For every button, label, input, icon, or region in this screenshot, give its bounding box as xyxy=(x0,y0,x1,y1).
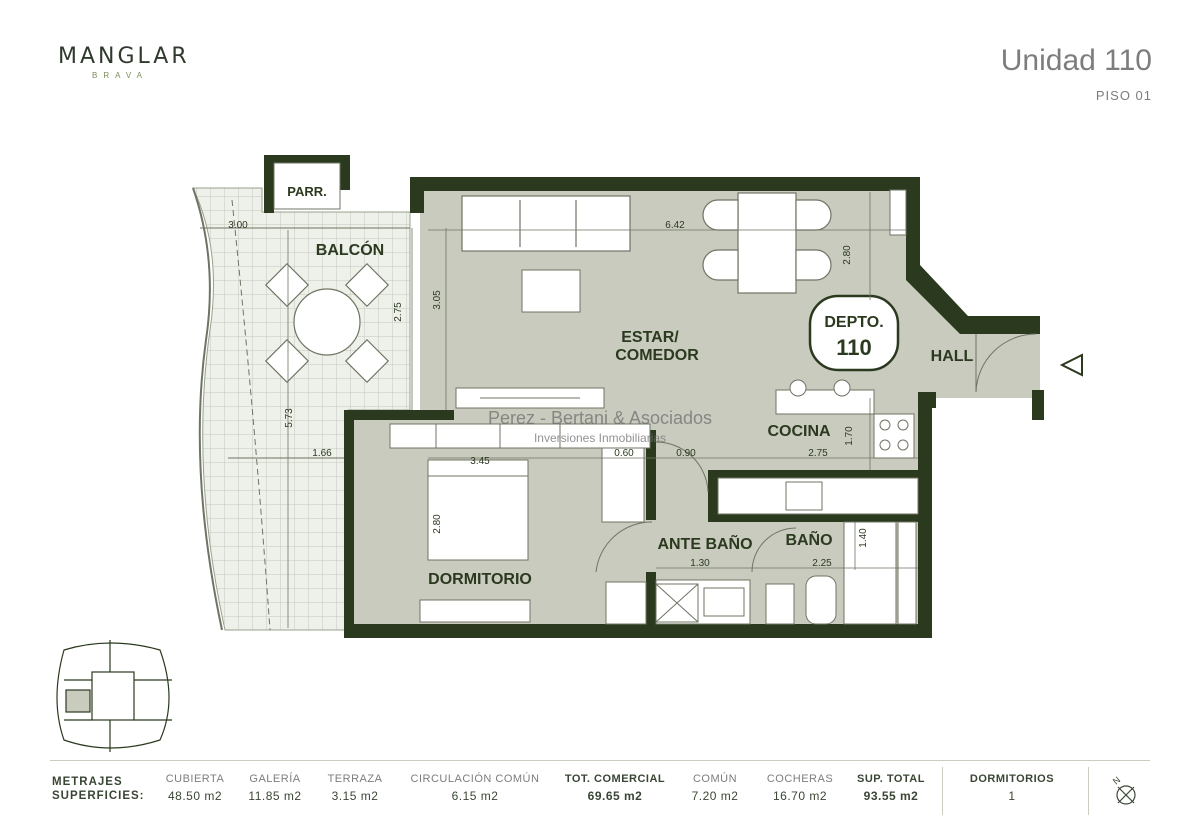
watermark-line2: Inversiones Inmobiliarias xyxy=(534,431,666,445)
balcony-area xyxy=(192,187,411,631)
area-value: 6.15 m2 xyxy=(451,789,499,803)
tv-unit xyxy=(455,387,605,409)
area-tot-comercial: TOT. COMERCIAL 69.65 m2 xyxy=(558,773,672,803)
area-label: CIRCULACIÓN COMÚN xyxy=(410,773,540,785)
dim-2-25: 2.25 xyxy=(812,558,832,569)
dim-5-73: 5.73 xyxy=(284,408,295,428)
sofa xyxy=(461,195,631,252)
metrajes-heading-line2: SUPERFICIES: xyxy=(52,790,145,802)
area-label: CUBIERTA xyxy=(165,773,225,785)
dimension-labels: 3.00 6.42 2.80 3.05 2.75 5.73 1.66 3.45 … xyxy=(228,220,869,569)
dormitorios-count: DORMITORIOS 1 xyxy=(958,773,1066,803)
footer-divider xyxy=(942,767,943,815)
unit-badge-label: DEPTO. xyxy=(824,314,883,331)
area-value: 11.85 m2 xyxy=(248,789,302,803)
north-compass-icon: N xyxy=(1108,775,1142,809)
entry-door xyxy=(975,333,1037,393)
area-label: TERRAZA xyxy=(327,773,383,785)
area-value: 3.15 m2 xyxy=(331,789,379,803)
room-label-balcon: BALCÓN xyxy=(316,240,384,259)
room-label-parr: PARR. xyxy=(287,184,326,199)
dormitorios-value: 1 xyxy=(1008,789,1016,803)
room-label-bano: BAÑO xyxy=(785,529,832,549)
footer-divider xyxy=(1088,767,1089,815)
brand-subtitle: BRAVA xyxy=(92,71,148,80)
metrajes-heading: METRAJES SUPERFICIES: xyxy=(52,775,145,803)
brand-name: MANGLAR xyxy=(58,44,190,69)
dim-1-40: 1.40 xyxy=(858,528,869,548)
area-terraza: TERRAZA 3.15 m2 xyxy=(320,773,390,803)
dim-2-80a: 2.80 xyxy=(842,245,853,265)
metrajes-heading-line1: METRAJES xyxy=(52,776,123,788)
bedroom-dresser xyxy=(419,599,531,623)
area-value: 48.50 m2 xyxy=(167,789,223,803)
dimension-lines xyxy=(287,192,918,628)
north-label: N xyxy=(1111,775,1122,787)
dim-0-90: 0.90 xyxy=(676,448,696,459)
unit-title: Unidad 110 xyxy=(1000,44,1152,77)
balcony-table xyxy=(264,262,390,384)
kitchen-counter xyxy=(717,379,919,515)
area-value: 93.55 m2 xyxy=(863,789,919,803)
dim-1-30: 1.30 xyxy=(690,558,710,569)
dim-0-60: 0.60 xyxy=(614,448,634,459)
area-value: 7.20 m2 xyxy=(691,789,739,803)
dim-2-80b: 2.80 xyxy=(432,514,443,534)
room-label-dormitorio: DORMITORIO xyxy=(428,571,532,588)
dim-3-45: 3.45 xyxy=(470,456,490,467)
area-label: COMÚN xyxy=(692,773,738,785)
area-value: 16.70 m2 xyxy=(772,789,828,803)
building-key-plan xyxy=(56,640,172,752)
dim-3-05: 3.05 xyxy=(432,290,443,310)
walls xyxy=(264,155,1044,638)
area-value: 69.65 m2 xyxy=(587,789,643,803)
area-cocheras: COCHERAS 16.70 m2 xyxy=(758,773,842,803)
bathroom-fixtures xyxy=(605,521,917,625)
area-cubierta: CUBIERTA 48.50 m2 xyxy=(158,773,232,803)
coffee-table xyxy=(521,269,581,313)
room-label-estar: ESTAR/ xyxy=(621,329,679,346)
brand-logo: MANGLAR BRAVA xyxy=(58,44,190,80)
area-comun: COMÚN 7.20 m2 xyxy=(684,773,746,803)
watermark-line1: Perez - Bertani & Asociados xyxy=(488,408,712,428)
dim-2-75a: 2.75 xyxy=(393,302,404,322)
dim-2-75b: 2.75 xyxy=(808,448,828,459)
dining-table xyxy=(702,192,832,294)
unit-badge-number: 110 xyxy=(836,335,872,360)
area-label: GALERÍA xyxy=(249,773,301,785)
dim-1-66: 1.66 xyxy=(312,448,332,459)
unit-badge xyxy=(808,294,900,372)
dormitorios-label: DORMITORIOS xyxy=(969,773,1055,785)
area-circulacion: CIRCULACIÓN COMÚN 6.15 m2 xyxy=(402,773,548,803)
room-label-hall: HALL xyxy=(931,348,974,365)
dim-3-00: 3.00 xyxy=(228,220,248,231)
area-galeria: GALERÍA 11.85 m2 xyxy=(242,773,308,803)
unit-floor: PISO 01 xyxy=(1095,88,1152,103)
area-sup-total: SUP. TOTAL 93.55 m2 xyxy=(850,773,932,803)
areas-footer: METRAJES SUPERFICIES: CUBIERTA 48.50 m2 … xyxy=(50,760,1150,821)
dim-6-42: 6.42 xyxy=(665,220,685,231)
area-label: COCHERAS xyxy=(766,773,834,785)
area-label: TOT. COMERCIAL xyxy=(564,773,666,785)
bed xyxy=(427,459,529,561)
room-label-cocina: COCINA xyxy=(767,423,831,440)
floor-plan: PARR. BALCÓN ESTAR/ COMEDOR DEPTO. 110 xyxy=(56,155,1083,752)
bedroom-door xyxy=(595,521,653,573)
wardrobe xyxy=(389,423,651,449)
dim-1-70: 1.70 xyxy=(844,426,855,446)
entry-arrow-icon xyxy=(1059,353,1083,377)
room-label-ante-bano: ANTE BAÑO xyxy=(657,533,752,553)
area-label: SUP. TOTAL xyxy=(857,773,925,785)
room-label-comedor: COMEDOR xyxy=(615,347,699,364)
